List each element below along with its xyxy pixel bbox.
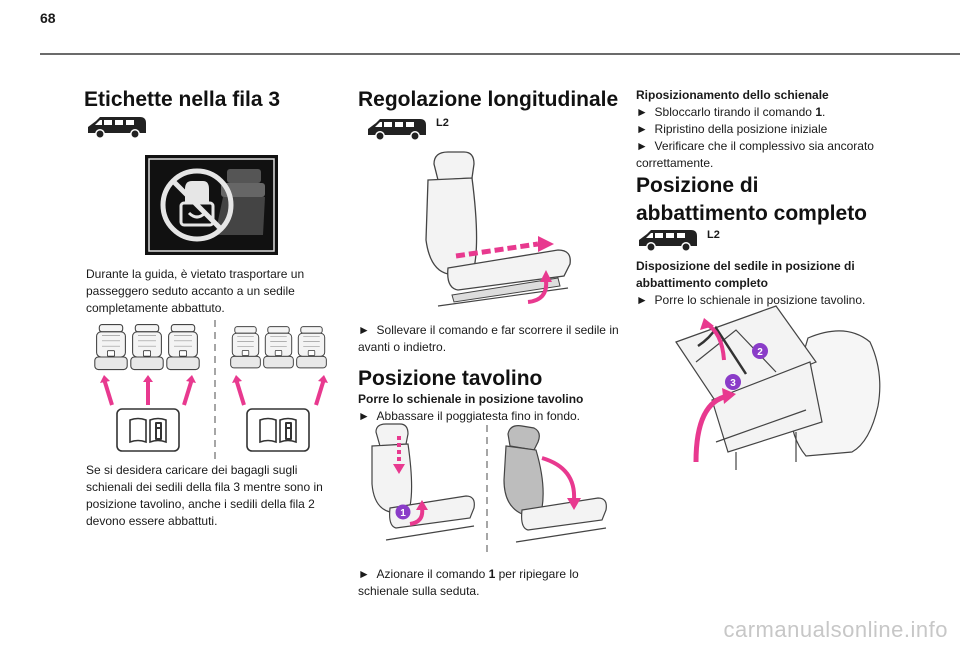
row-3-seats-right-icon: [230, 326, 327, 369]
table-position-subtitle: Porre lo schienale in posizione tavolino: [358, 392, 584, 406]
reposition-backrest-subtitle: Riposizionamento dello schienale: [636, 88, 829, 102]
dashed-divider: [214, 320, 216, 460]
variant-label-l2: L2: [436, 117, 449, 129]
passenger-warning-text: Durante la guida, è vietato trasportare …: [86, 267, 305, 315]
full-fold-subtitle: Disposizione del sedile in posizione di …: [636, 259, 855, 290]
callout-3: 3: [730, 378, 736, 389]
step-arrow: ►: [636, 105, 655, 119]
watermark: carmanualsonline.info: [723, 617, 948, 642]
page-number: 68: [40, 10, 56, 26]
van-icon: [86, 115, 148, 139]
full-fold-illustration: 2 3: [675, 305, 881, 470]
book-info-icon: [116, 408, 180, 452]
book-info-icon-2: [246, 408, 310, 452]
van-icon: [637, 228, 699, 252]
pink-arrows-icon: [100, 375, 196, 406]
fold-backrest-step: ► Azionare il comando 1 per ripiegare lo…: [358, 567, 579, 598]
section-title-table-position: Posizione tavolino: [358, 367, 543, 390]
section-title-longitudinal-adjustment: Regolazione longitudinale: [358, 88, 619, 111]
luggage-table-position-text: Se si desidera caricare dei bagagli sugl…: [86, 463, 323, 528]
van-icon: [366, 117, 428, 141]
section-title-labels-row-3: Etichette nella fila 3: [84, 88, 281, 111]
lower-headrest-step: Abbassare il poggiatesta fino in fondo.: [358, 408, 620, 425]
table-position-step: Porre lo schienale in posizione tavolino…: [636, 292, 886, 309]
backrest-fold-illustration: [503, 425, 607, 543]
callout-2: 2: [757, 347, 763, 358]
slide-seat-step: Sollevare il comando e far scorrere il s…: [358, 322, 620, 356]
pink-arrows-right-icon: [232, 375, 328, 406]
step-arrow: ►: [358, 567, 377, 581]
row-3-seats-left-icon: [94, 324, 200, 371]
check-anchored-step: Verificare che il complessivo sia ancora…: [636, 138, 886, 172]
seat-slide-illustration: [425, 151, 571, 307]
restore-position-step: Ripristino della posizione iniziale: [636, 121, 886, 138]
variant-label-l2: L2: [707, 229, 720, 241]
callout-1: 1: [400, 508, 406, 519]
dashed-divider-2: [486, 425, 488, 555]
no-passenger-label-icon: [145, 155, 278, 255]
header-divider: [40, 53, 960, 55]
section-title-full-fold-position: Posizione di abbattimento completo: [636, 174, 868, 225]
unlock-step: ► Sbloccarlo tirando il comando 1.: [636, 105, 826, 119]
headrest-lower-illustration: 1: [371, 423, 475, 541]
